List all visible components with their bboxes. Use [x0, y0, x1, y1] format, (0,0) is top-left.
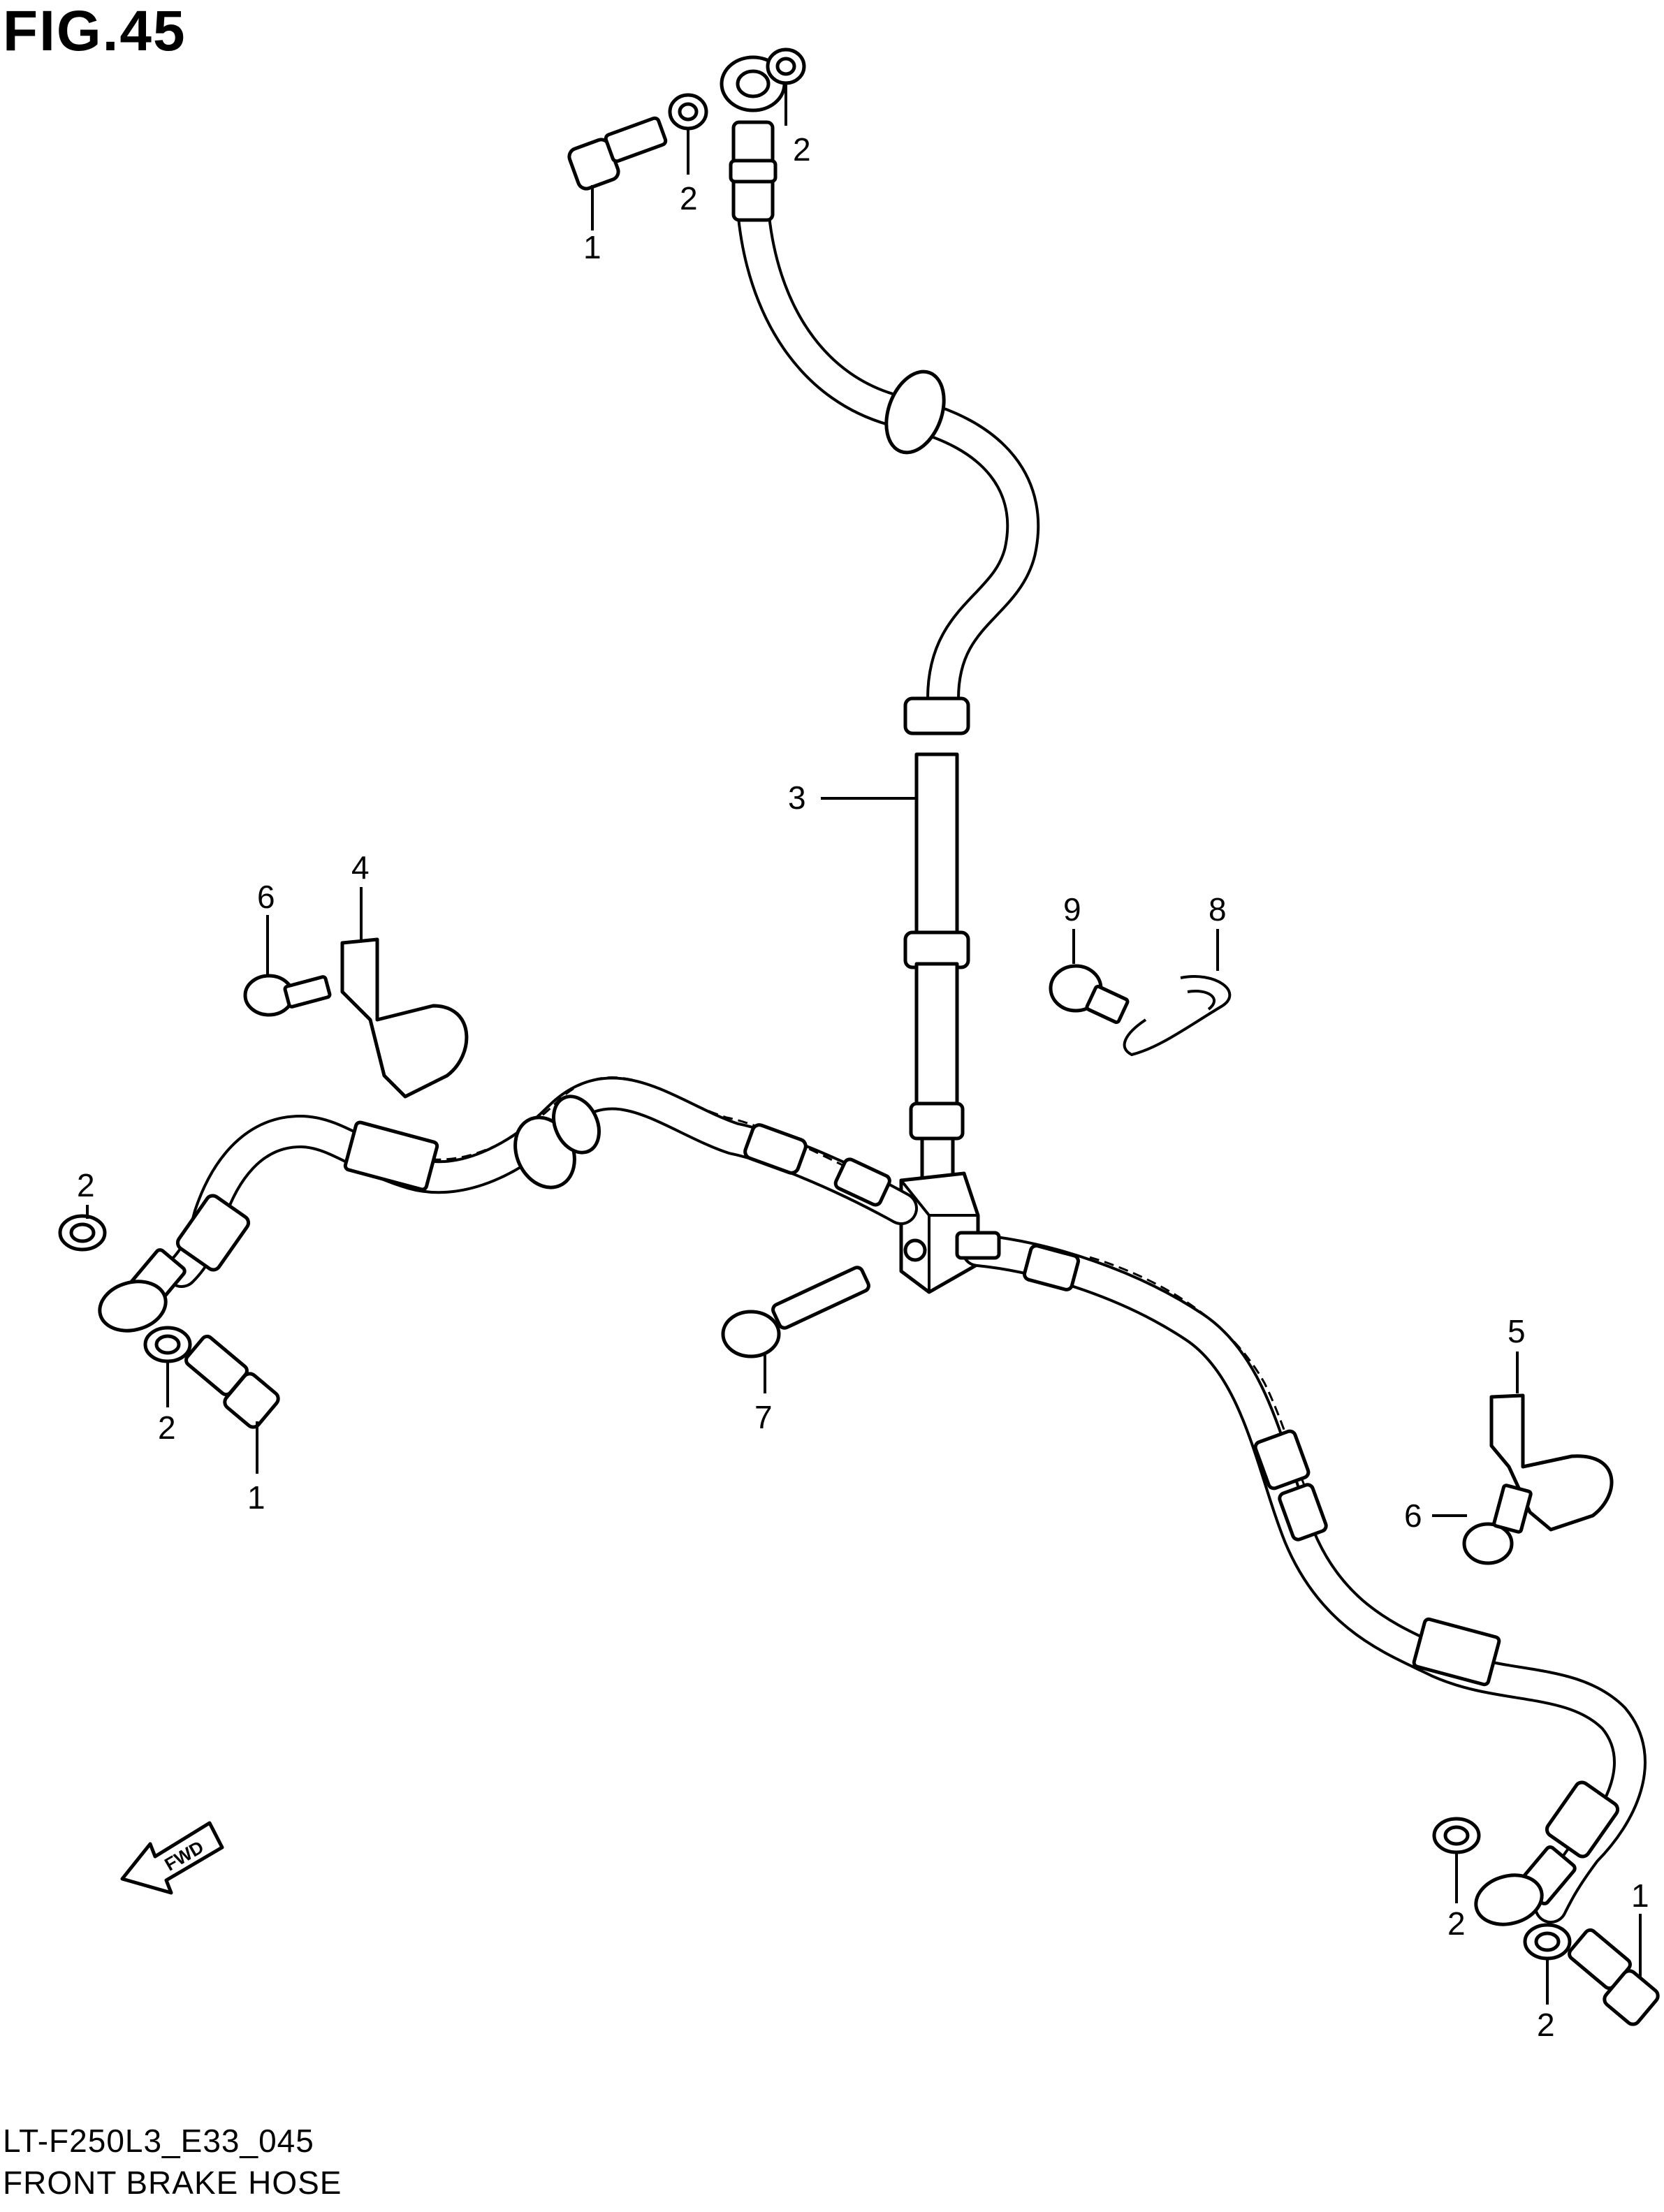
callout-1-right: 1 [1631, 1877, 1649, 1914]
callout-2-left-a: 2 [77, 1167, 95, 1203]
forward-arrow-icon: FWD [120, 1821, 224, 1895]
left-brake-hose[interactable] [94, 1076, 918, 1338]
bolt-right[interactable] [1462, 1484, 1533, 1565]
callouts: 1 2 2 3 4 6 9 8 2 2 1 7 5 6 2 2 1 [77, 131, 1649, 2043]
callout-2-left-b: 2 [158, 1409, 176, 1446]
right-brake-hose[interactable] [955, 1231, 1647, 1931]
clip-8[interactable] [1123, 975, 1232, 1057]
callout-3: 3 [788, 779, 806, 816]
union-bolt-top[interactable] [567, 116, 668, 191]
bolt-9[interactable] [1049, 964, 1130, 1025]
union-bolt-left[interactable] [184, 1334, 281, 1430]
bolt-7[interactable] [721, 1266, 870, 1358]
drawing-code: LT-F250L3_E33_045 [3, 2123, 314, 2159]
callout-6-right: 6 [1404, 1497, 1422, 1534]
junction-block[interactable] [899, 1171, 980, 1294]
callout-7: 7 [754, 1399, 773, 1435]
callout-8: 8 [1209, 891, 1227, 928]
union-bolt-right[interactable] [1567, 1928, 1661, 2027]
callout-2-right-b: 2 [1537, 2007, 1555, 2043]
figure-title: FIG.45 [3, 0, 187, 63]
callout-5: 5 [1508, 1313, 1526, 1349]
callout-9: 9 [1063, 891, 1081, 928]
callout-2-right-a: 2 [1447, 1905, 1466, 1942]
callout-6-left: 6 [257, 879, 275, 915]
bracket-right[interactable] [1489, 1393, 1614, 1532]
bracket-left[interactable] [340, 937, 469, 1099]
callout-2-top-b: 2 [793, 131, 811, 168]
figure-footer: LT-F250L3_E33_045 FRONT BRAKE HOSE [3, 2120, 342, 2204]
callout-1-left: 1 [247, 1479, 265, 1516]
callout-2-top-a: 2 [680, 180, 698, 217]
callout-1-top: 1 [583, 229, 601, 265]
callout-4: 4 [351, 849, 370, 886]
bolt-left[interactable] [243, 974, 332, 1017]
upper-brake-hose[interactable] [720, 55, 1040, 1182]
leader-lines [86, 84, 1642, 2005]
figure-caption: FRONT BRAKE HOSE [3, 2165, 342, 2201]
